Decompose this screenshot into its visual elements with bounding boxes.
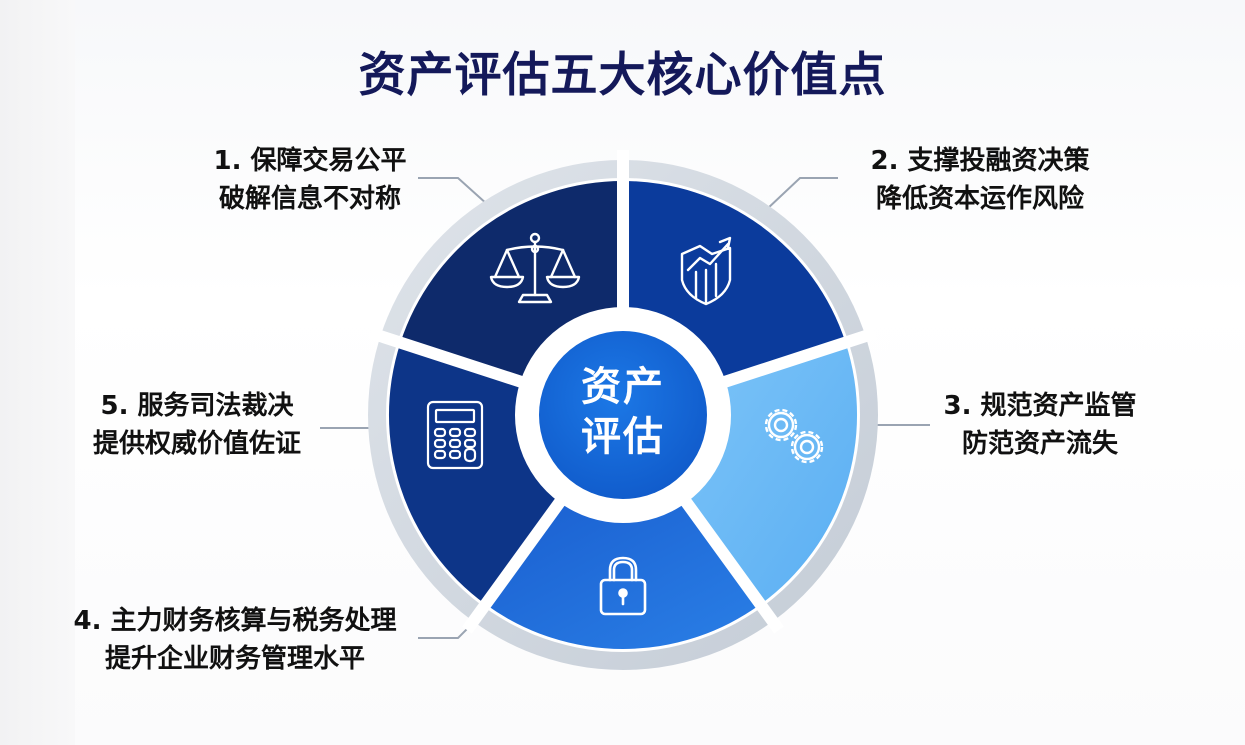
lock-icon — [599, 556, 647, 616]
value-point-1: 1. 保障交易公平 破解信息不对称 — [200, 142, 420, 218]
value-point-5-subtitle: 提供权威价值佐证 — [92, 429, 301, 459]
value-point-5: 5. 服务司法裁决 提供权威价值佐证 — [82, 387, 312, 463]
calculator-icon — [426, 400, 484, 470]
value-point-3: 3. 规范资产监管 防范资产流失 — [930, 387, 1150, 463]
segment-4 — [485, 502, 761, 649]
value-point-4-subtitle: 提升企业财务管理水平 — [104, 644, 365, 674]
connector-2 — [765, 177, 838, 211]
segment-1 — [400, 180, 623, 382]
value-point-4: 4. 主力财务核算与税务处理 提升企业财务管理水平 — [55, 602, 415, 678]
center-circle — [539, 331, 707, 499]
value-point-4-title: 4. 主力财务核算与税务处理 — [73, 606, 397, 636]
center-label-line1: 资产 — [581, 364, 665, 410]
segment-5 — [388, 342, 560, 605]
background-shade — [0, 0, 75, 745]
center-label: 资产 评估 — [548, 362, 698, 462]
value-point-2-subtitle: 降低资本运作风险 — [875, 184, 1084, 214]
scale-icon — [489, 232, 581, 304]
value-point-5-title: 5. 服务司法裁决 — [100, 391, 294, 421]
center-label-line2: 评估 — [581, 414, 665, 460]
value-point-3-title: 3. 规范资产监管 — [943, 391, 1137, 421]
value-point-2: 2. 支撑投融资决策 降低资本运作风险 — [855, 142, 1105, 218]
value-point-1-title: 1. 保障交易公平 — [213, 146, 407, 176]
shield-chart-icon — [680, 236, 732, 306]
segment-3 — [686, 342, 858, 605]
value-point-1-subtitle: 破解信息不对称 — [218, 184, 401, 214]
gears-icon — [764, 408, 824, 464]
value-point-2-title: 2. 支撑投融资决策 — [870, 146, 1090, 176]
segment-2 — [623, 181, 846, 382]
connector-1 — [418, 177, 489, 206]
value-point-3-subtitle: 防范资产流失 — [961, 429, 1118, 459]
page-title: 资产评估五大核心价值点 — [358, 48, 887, 103]
